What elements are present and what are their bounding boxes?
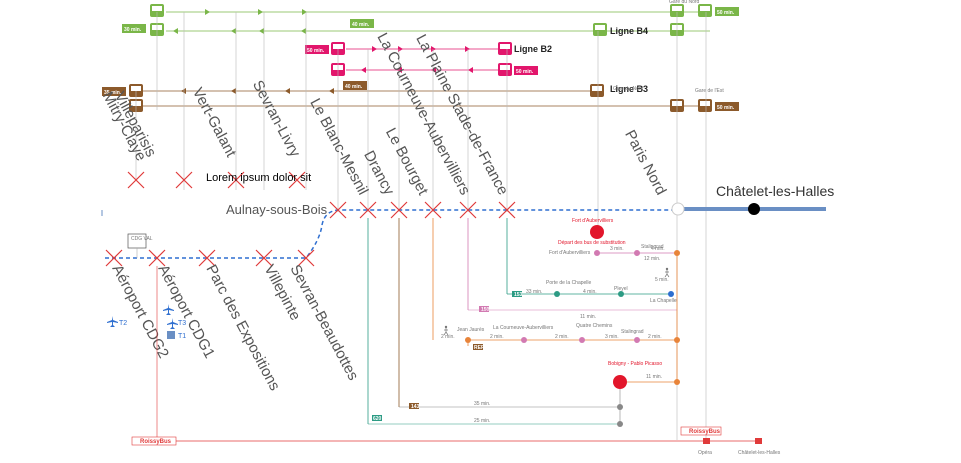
duration-magenta-left: 50 min. [307, 48, 325, 54]
svg-text:La Chapelle: La Chapelle [650, 298, 677, 304]
duration-green-right: 50 min. [717, 10, 735, 16]
depart-label: Départ des bus de substitution [558, 240, 626, 246]
svg-text:2 min.: 2 min. [441, 334, 455, 340]
svg-text:153: 153 [514, 292, 523, 298]
metro-connections: Fort d'Aubervilliers Stalingrad 3 min. 4… [367, 218, 680, 427]
bus-icon [331, 42, 345, 55]
airplane-icon [167, 318, 178, 329]
svg-text:12 min.: 12 min. [644, 256, 660, 262]
svg-text:Fort d'Aubervilliers: Fort d'Aubervilliers [549, 250, 591, 256]
line-b2-label: Ligne B2 [514, 44, 552, 54]
duration-green-left: 30 min. [124, 27, 142, 33]
chatelet-small-label: Châtelet-les-Halles [738, 450, 781, 456]
bus-icon [590, 84, 604, 97]
drop-lines [135, 12, 707, 440]
svg-text:4 min.: 4 min. [651, 246, 665, 252]
svg-text:3 min.: 3 min. [610, 246, 624, 252]
chatelet-station [748, 203, 760, 215]
stations-bottom: Aéroport CDG2 Aéroport CDG1 Parc des Exp… [108, 262, 361, 394]
cdg-val-label: CDG VAL [131, 236, 153, 242]
station-vert-galant: Vert-Galant [189, 85, 240, 161]
airplane-icon [163, 304, 174, 315]
fort-aubervilliers-label: Fort d'Aubervilliers [572, 218, 614, 224]
svg-text:25 min.: 25 min. [474, 418, 490, 424]
duration-green-mid: 40 min. [352, 22, 370, 28]
bus-icon [698, 99, 712, 112]
duration-brown-right: 50 min. [717, 105, 735, 111]
svg-text:Quatre Chemins: Quatre Chemins [576, 323, 613, 329]
svg-text:Porte de la Chapelle: Porte de la Chapelle [546, 280, 592, 286]
svg-text:Stalingrad: Stalingrad [621, 329, 644, 335]
overlay-placeholder-text: Lorem ipsum dolor sit [206, 172, 311, 184]
station-sevran-beaudottes: Sevran-Beaudottes [286, 262, 361, 383]
stations-top: Mitry-Claye Villeparisis Vert-Galant Sev… [99, 30, 670, 198]
bobigny-dot [613, 375, 627, 389]
shuttle-rows [140, 9, 710, 107]
closed-station-crosses [105, 171, 516, 267]
svg-text:4 min.: 4 min. [583, 289, 597, 295]
walking-icon [443, 325, 449, 336]
bus-icon [698, 4, 712, 17]
terminal-t1: T1 [178, 333, 186, 340]
svg-text:Stalingrad: Stalingrad [641, 244, 664, 250]
bobigny-label: Bobigny - Pablo Picasso [608, 361, 662, 367]
svg-text:35 min.: 35 min. [474, 401, 490, 407]
roissybus-label-right: RoissyBus [689, 429, 721, 435]
svg-text:Jean Jaurès: Jean Jaurès [457, 327, 485, 333]
bus-icon [150, 4, 164, 17]
disrupted-section-line [105, 209, 678, 259]
svg-text:2 min.: 2 min. [490, 334, 504, 340]
svg-text:5 min.: 5 min. [655, 277, 669, 283]
svg-text:11 min.: 11 min. [580, 314, 596, 320]
bus-icon [593, 23, 607, 36]
svg-text:La Courneuve-Aubervilliers: La Courneuve-Aubervilliers [493, 325, 554, 331]
paris-nord-station [671, 202, 685, 216]
roissybus: RoissyBus RoissyBus Opéra Châtelet-les-H… [131, 266, 781, 456]
line-b4-label: Ligne B4 [610, 26, 648, 36]
airplane-icon [107, 316, 118, 327]
gare-de-lest-label: Gare de l'Est [695, 88, 724, 94]
station-le-blanc-mesnil: Le Blanc-Mesnil [306, 96, 371, 198]
gare-du-nord-label: Gare du Nord [613, 86, 644, 92]
station-paris-nord: Paris Nord [621, 127, 669, 198]
svg-text:143: 143 [411, 404, 420, 410]
terminal-t3: T3 [178, 320, 186, 327]
fort-aubervilliers-dot [590, 225, 604, 239]
bus-icon [498, 42, 512, 55]
bus-icon [498, 63, 512, 76]
station-aulnay: Aulnay-sous-Bois [226, 202, 328, 217]
duration-magenta-right: 50 min. [516, 69, 534, 75]
duration-brown-left: 35 min. [104, 90, 122, 96]
walking-icon [664, 267, 670, 278]
terminal-t2: T2 [119, 320, 127, 327]
roissybus-label-left: RoissyBus [140, 439, 172, 445]
line-b3-label: Ligne B3 [610, 84, 648, 94]
svg-text:2 min.: 2 min. [555, 334, 569, 340]
bus-icon [129, 84, 143, 97]
svg-text:RER: RER [474, 345, 485, 351]
svg-text:33 min.: 33 min. [526, 289, 542, 295]
bus-icon [670, 4, 684, 17]
duration-brown-mid: 40 min. [345, 84, 363, 90]
svg-text:620: 620 [373, 416, 382, 422]
duration-tags: 30 min. 40 min. 50 min. 50 min. 50 min. … [102, 7, 739, 111]
svg-text:Pleyel: Pleyel [614, 286, 628, 292]
svg-text:11 min.: 11 min. [646, 374, 662, 380]
station-sevran-livry: Sevran-Livry [249, 78, 304, 161]
gare-du-nord-label-top: Gare du Nord [669, 0, 700, 5]
svg-text:2 min.: 2 min. [648, 334, 662, 340]
opera-label: Opéra [698, 450, 712, 456]
station-chatelet: Châtelet-les-Halles [716, 183, 834, 199]
svg-text:3 min.: 3 min. [605, 334, 619, 340]
